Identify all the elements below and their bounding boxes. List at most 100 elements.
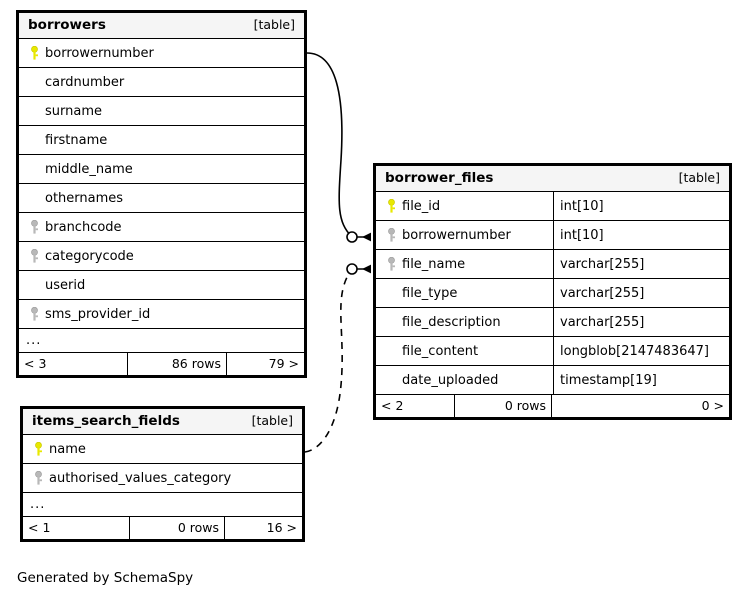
more-columns-ellipsis: ...: [19, 329, 304, 353]
column-name: branchcode: [45, 219, 122, 235]
column-name: file_id: [402, 198, 441, 214]
column-cell: file_type: [376, 279, 553, 307]
column-cell: userid: [19, 271, 304, 299]
column-name: borrowernumber: [402, 227, 511, 243]
table-row[interactable]: surname: [19, 97, 304, 126]
table-footer: < 2 0 rows 0 >: [376, 395, 729, 417]
next-page-button[interactable]: 79 >: [268, 355, 299, 371]
table-header-borrower-files: borrower_files [table]: [376, 166, 729, 192]
table-items-search-fields[interactable]: items_search_fields [table] name: [20, 406, 305, 542]
column-list: borrowernumber cardnumber surname firs: [19, 39, 304, 353]
table-row[interactable]: file_description varchar[255]: [376, 308, 729, 337]
table-title: items_search_fields: [32, 412, 180, 429]
prev-page-button[interactable]: < 1: [28, 519, 51, 535]
table-kind-label: [table]: [253, 17, 295, 33]
column-cell: file_description: [376, 308, 553, 336]
table-row[interactable]: userid: [19, 271, 304, 300]
column-list: name authorised_values_category ...: [23, 435, 302, 517]
foreign-key-icon: [382, 256, 400, 272]
foreign-key-icon: [25, 306, 43, 322]
row-count: 0 rows: [129, 517, 225, 539]
row-count: 0 rows: [454, 395, 552, 417]
table-row[interactable]: sms_provider_id: [19, 300, 304, 329]
table-row[interactable]: borrowernumber int[10]: [376, 221, 729, 250]
table-borrowers[interactable]: borrowers [table] borrowernumber: [16, 10, 307, 378]
foreign-key-icon: [25, 248, 43, 264]
column-cell: borrowernumber: [376, 221, 553, 249]
column-name: middle_name: [45, 161, 133, 177]
table-row[interactable]: authorised_values_category: [23, 464, 302, 493]
column-cell: date_uploaded: [376, 366, 553, 394]
column-type: varchar[255]: [553, 308, 729, 336]
column-type: timestamp[19]: [553, 366, 729, 394]
table-title: borrower_files: [385, 169, 494, 186]
column-name: othernames: [45, 190, 124, 206]
column-list: file_id int[10] borrowernumber int[10]: [376, 192, 729, 395]
column-cell: file_name: [376, 250, 553, 278]
foreign-key-icon: [25, 219, 43, 235]
foreign-key-icon: [29, 470, 47, 486]
column-name: firstname: [45, 132, 108, 148]
column-name: file_description: [402, 314, 501, 330]
column-cell: middle_name: [19, 155, 304, 183]
column-cell: file_id: [376, 192, 553, 220]
table-row[interactable]: categorycode: [19, 242, 304, 271]
table-footer: < 1 0 rows 16 >: [23, 517, 302, 539]
table-title: borrowers: [28, 16, 106, 33]
column-name: categorycode: [45, 248, 134, 264]
edge-items-search-fields-borrower-files: [304, 263, 371, 453]
column-name: file_type: [402, 285, 458, 301]
column-cell: file_content: [376, 337, 553, 365]
column-name: authorised_values_category: [49, 470, 232, 486]
table-row[interactable]: firstname: [19, 126, 304, 155]
column-name: userid: [45, 277, 86, 293]
column-name: name: [49, 441, 86, 457]
more-columns-ellipsis: ...: [23, 493, 302, 517]
table-row[interactable]: file_id int[10]: [376, 192, 729, 221]
edge-borrowers-borrower-files: [306, 52, 371, 243]
table-row[interactable]: file_content longblob[2147483647]: [376, 337, 729, 366]
column-cell: othernames: [19, 184, 304, 212]
table-row[interactable]: cardnumber: [19, 68, 304, 97]
table-row[interactable]: name: [23, 435, 302, 464]
column-name: borrowernumber: [45, 45, 154, 61]
column-type: int[10]: [553, 192, 729, 220]
table-kind-label: [table]: [251, 413, 293, 429]
prev-page-button[interactable]: < 2: [381, 397, 404, 413]
generated-by-note: Generated by SchemaSpy: [17, 570, 194, 586]
table-footer: < 3 86 rows 79 >: [19, 353, 304, 375]
column-cell: branchcode: [19, 213, 304, 241]
primary-key-icon: [382, 198, 400, 214]
column-cell: authorised_values_category: [23, 464, 302, 492]
table-kind-label: [table]: [678, 170, 720, 186]
column-cell: name: [23, 435, 302, 463]
table-row[interactable]: date_uploaded timestamp[19]: [376, 366, 729, 395]
table-borrower-files[interactable]: borrower_files [table] file_id int[10]: [373, 163, 732, 420]
table-row[interactable]: branchcode: [19, 213, 304, 242]
table-row[interactable]: file_name varchar[255]: [376, 250, 729, 279]
column-cell: surname: [19, 97, 304, 125]
primary-key-icon: [29, 441, 47, 457]
table-row[interactable]: othernames: [19, 184, 304, 213]
column-type: varchar[255]: [553, 279, 729, 307]
prev-page-button[interactable]: < 3: [24, 355, 47, 371]
column-name: surname: [45, 103, 102, 119]
table-row[interactable]: borrowernumber: [19, 39, 304, 68]
column-name: sms_provider_id: [45, 306, 151, 322]
column-type: longblob[2147483647]: [553, 337, 729, 365]
table-row[interactable]: middle_name: [19, 155, 304, 184]
column-cell: firstname: [19, 126, 304, 154]
next-page-button[interactable]: 0 >: [701, 397, 724, 413]
column-name: file_content: [402, 343, 479, 359]
column-cell: categorycode: [19, 242, 304, 270]
column-name: date_uploaded: [402, 372, 499, 388]
row-count: 86 rows: [127, 353, 227, 375]
column-type: varchar[255]: [553, 250, 729, 278]
next-page-button[interactable]: 16 >: [266, 519, 297, 535]
table-header-items-search-fields: items_search_fields [table]: [23, 409, 302, 435]
primary-key-icon: [25, 45, 43, 61]
column-type: int[10]: [553, 221, 729, 249]
column-name: file_name: [402, 256, 466, 272]
table-row[interactable]: file_type varchar[255]: [376, 279, 729, 308]
